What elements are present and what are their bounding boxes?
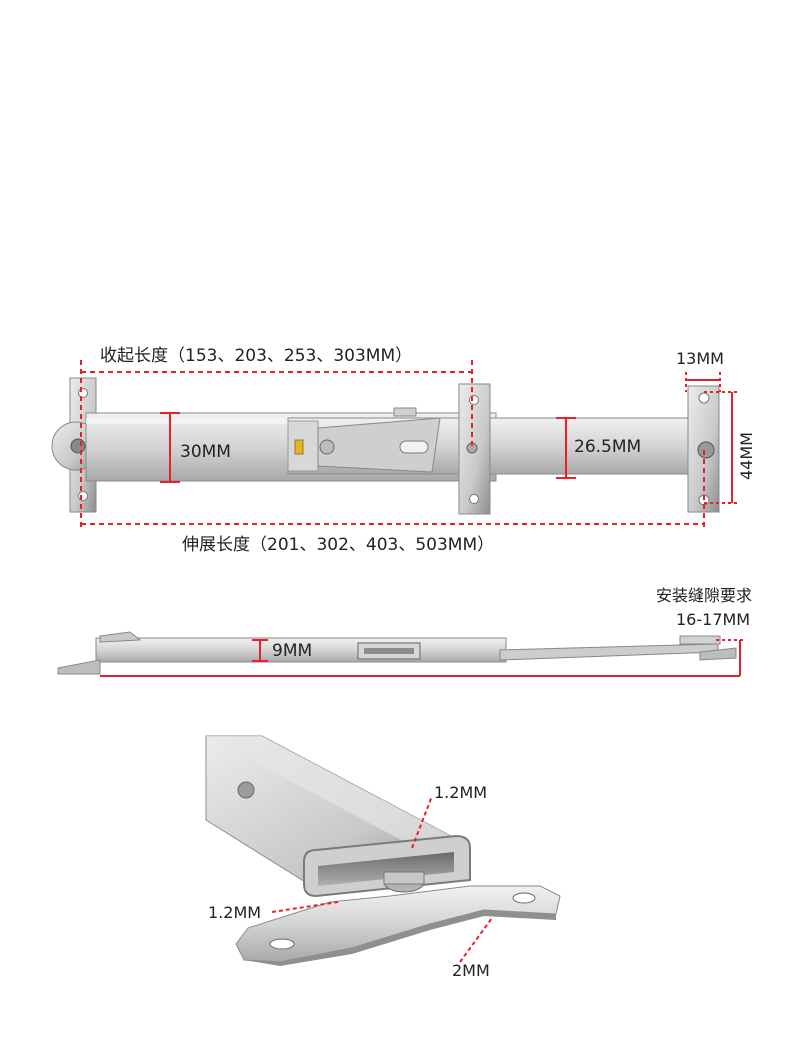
pivot-rivet-icon [70, 438, 86, 454]
link-plate [317, 417, 441, 473]
gap-value-label: 16-17MM [676, 610, 750, 629]
mount-hole-icon [469, 395, 479, 405]
extended-length-label: 伸展长度（201、302、403、503MM） [182, 535, 494, 555]
detail-dimension-lines [271, 795, 493, 963]
mount-hole-icon [698, 392, 710, 404]
side-arm [499, 643, 719, 661]
mount-hole-icon [269, 938, 295, 950]
mount-hole-icon [78, 388, 88, 398]
detail-view: 1.2MM 1.2MM 2MM [205, 735, 561, 980]
slot-icon [399, 440, 429, 454]
retracted-length-label: 收起长度（153、203、253、303MM） [100, 346, 412, 366]
side-dimension-lines [100, 639, 746, 677]
wall-left-label: 1.2MM [208, 903, 261, 922]
gap-title-label: 安装缝隙要求 [656, 586, 752, 605]
thickness-label: 9MM [272, 641, 312, 661]
rivet-icon [237, 781, 255, 799]
hole-spacing-label: 13MM [676, 349, 724, 368]
dimension-lines [80, 360, 740, 530]
mount-hole-icon [512, 892, 536, 904]
mount-hole-icon [469, 494, 479, 504]
wall-top-label: 1.2MM [434, 783, 487, 802]
mount-hole-icon [78, 491, 88, 501]
rivet-icon [319, 439, 335, 455]
width-right-label: 26.5MM [574, 437, 641, 457]
side-view: 9MM 安装缝隙要求 16-17MM [57, 586, 752, 677]
pivot-rivet-icon [697, 441, 715, 459]
bracket-thickness-label: 2MM [452, 961, 490, 980]
detail-mount-plate [235, 885, 561, 963]
width-left-label: 30MM [180, 442, 231, 462]
top-view: 收起长度（153、203、253、303MM） 伸展长度（201、302、403… [51, 346, 756, 555]
stop-pin-icon [294, 439, 304, 455]
bracket-height-label: 44MM [737, 432, 756, 480]
